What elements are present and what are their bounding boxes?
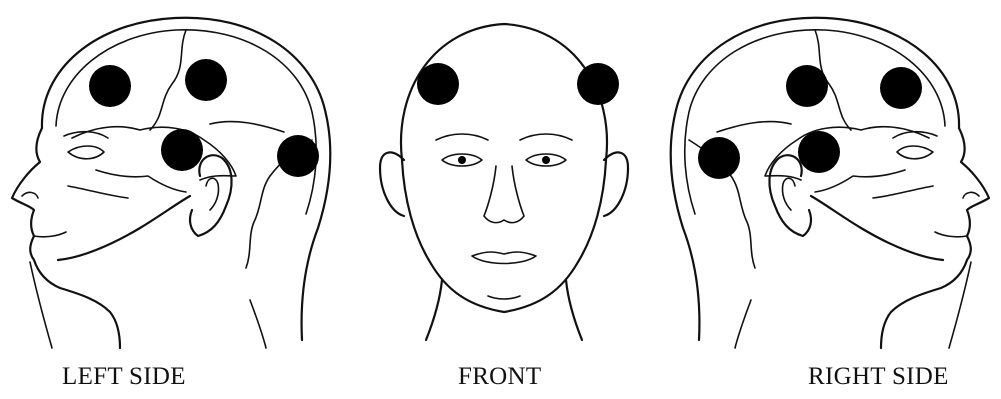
front-figure [372,0,636,350]
front-marker-2 [577,63,619,105]
right-marker-3 [698,137,740,179]
left-marker-3 [161,129,203,171]
front-marker-1 [417,63,459,105]
left-marker-4 [277,135,319,177]
caption-front: FRONT [458,363,541,391]
right-side-figure [661,0,1001,350]
skull-outline [12,18,330,348]
head-left-profile-icon [0,0,340,350]
skull-outline-mirrored [671,18,989,348]
left-marker-2 [185,59,227,101]
caption-left-side: LEFT SIDE [62,363,186,391]
caption-right-side: RIGHT SIDE [808,363,949,391]
right-marker-1 [786,65,828,107]
left-side-figure [0,0,340,350]
right-marker-2 [880,67,922,109]
head-right-profile-icon [661,0,1001,350]
left-marker-1 [89,65,131,107]
right-marker-4 [798,131,840,173]
head-front-icon [372,0,636,350]
